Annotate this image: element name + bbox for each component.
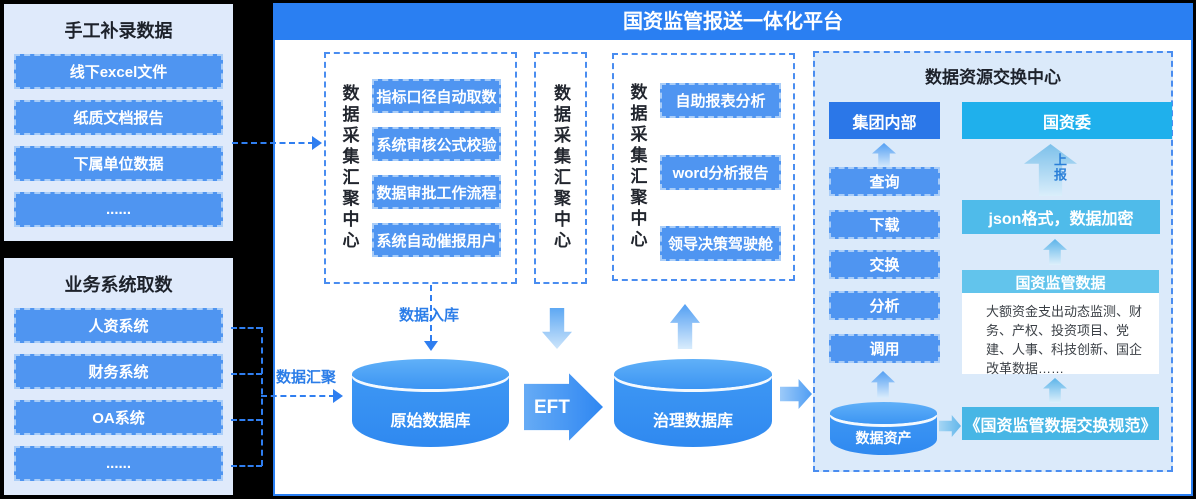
- collect-center-3-labelcol: 数据采集汇聚中心: [614, 55, 660, 279]
- down-arrow-collect2: [542, 308, 572, 349]
- collect-center-2-labelcol: 数据采集汇聚中心: [551, 54, 570, 282]
- manual-panel-items: 线下excel文件 纸质文档报告 下属单位数据 ......: [4, 43, 233, 227]
- aggregate-line: [261, 395, 335, 397]
- up-arrow-asset-to-invoke: [871, 371, 895, 398]
- panel-item-oa-system: OA系统: [14, 400, 223, 435]
- item-self-report-analysis: 自助报表分析: [660, 83, 781, 118]
- up-arrow-data-to-json: [1043, 239, 1067, 265]
- supervision-data-header: 国资监管数据: [962, 270, 1159, 294]
- governed-database-label: 治理数据库: [652, 413, 733, 430]
- report-label: 上报: [1052, 153, 1067, 183]
- data-asset-cylinder: 数据资产: [830, 402, 937, 455]
- collect-center-1-label: 数据采集汇聚中心: [339, 84, 359, 252]
- aggregate-flow-label: 数据汇聚: [276, 369, 337, 386]
- collect-center-3: 数据采集汇聚中心 自助报表分析 word分析报告 领导决策驾驶舱: [612, 53, 795, 281]
- sasac-header: 国资委: [962, 102, 1172, 139]
- supervision-data-body: 大额资金支出动态监测、财务、产权、投资项目、党建、人事、科技创新、国企改革数据……: [962, 293, 1159, 376]
- collect-center-3-items: 自助报表分析 word分析报告 领导决策驾驶舱: [660, 55, 793, 279]
- aggregate-arrowhead: [333, 389, 343, 403]
- panel-item-offline-excel: 线下excel文件: [14, 54, 223, 89]
- collect-center-2-label: 数据采集汇聚中心: [551, 84, 570, 252]
- inbound-dashed-line: [430, 285, 432, 341]
- platform-header: 国资监管报送一体化平台: [275, 5, 1191, 40]
- cylinder-top: [614, 359, 772, 389]
- internal-group-header: 集团内部: [829, 102, 940, 139]
- json-format-note: json格式，数据加密: [962, 200, 1160, 234]
- right-arrow-asset-to-spec: [939, 415, 961, 437]
- action-query: 查询: [829, 167, 940, 196]
- item-auto-indicator-fetch: 指标口径自动取数: [372, 79, 501, 113]
- exchange-center-panel: 数据资源交换中心 集团内部 国资委 查询 下载 交换 分析 调用 数据资产 上报…: [813, 51, 1173, 472]
- collect-center-1-labelcol: 数据采集汇聚中心: [326, 54, 372, 282]
- oa-system-stub-line: [231, 419, 262, 421]
- inbound-flow-label: 数据入库: [399, 307, 460, 324]
- eft-label: EFT: [534, 397, 570, 418]
- finance-system-stub-line: [231, 373, 262, 375]
- action-exchange: 交换: [829, 250, 940, 279]
- business-panel-items: 人资系统 财务系统 OA系统 ......: [4, 297, 233, 481]
- up-arrow-query-to-internal: [872, 143, 896, 168]
- item-word-report: word分析报告: [660, 154, 781, 190]
- panel-item-ellipsis: ......: [14, 446, 223, 481]
- right-arrow-governed-to-exchange: [780, 379, 812, 409]
- raw-database-cylinder: 原始数据库: [352, 359, 509, 447]
- collect-center-1: 数据采集汇聚中心 指标口径自动取数 系统审核公式校验 数据审批工作流程 系统自动…: [324, 52, 517, 284]
- up-arrow-governed-to-analysis: [670, 304, 700, 349]
- action-analyze: 分析: [829, 291, 940, 320]
- panel-item-ellipsis: ......: [14, 192, 223, 227]
- panel-item-hr-system: 人资系统: [14, 308, 223, 343]
- cylinder-top: [830, 402, 937, 424]
- exchange-spec: 《国资监管数据交换规范》: [962, 407, 1159, 440]
- hr-system-stub-line: [231, 327, 262, 329]
- raw-database-label: 原始数据库: [390, 413, 471, 430]
- collect-center-1-items: 指标口径自动取数 系统审核公式校验 数据审批工作流程 系统自动催报用户: [372, 54, 515, 282]
- up-arrow-spec-to-data: [1043, 378, 1067, 403]
- manual-panel-title: 手工补录数据: [64, 21, 173, 41]
- item-decision-cockpit: 领导决策驾驶舱: [660, 226, 781, 261]
- item-formula-check: 系统审核公式校验: [372, 127, 501, 161]
- cylinder-top: [352, 359, 509, 389]
- data-asset-label: 数据资产: [855, 430, 912, 446]
- business-systems-panel: 业务系统取数 人资系统 财务系统 OA系统 ......: [4, 258, 233, 495]
- business-panel-title: 业务系统取数: [64, 275, 173, 295]
- panel-item-finance-system: 财务系统: [14, 354, 223, 389]
- panel-item-subunit-data: 下属单位数据: [14, 146, 223, 181]
- item-auto-reminder: 系统自动催报用户: [372, 223, 501, 257]
- inbound-arrowhead: [424, 341, 438, 351]
- action-download: 下载: [829, 210, 940, 239]
- item-approval-workflow: 数据审批工作流程: [372, 175, 501, 209]
- exchange-center-title: 数据资源交换中心: [925, 68, 1061, 87]
- action-invoke: 调用: [829, 334, 940, 363]
- collect-center-2: 数据采集汇聚中心: [534, 52, 587, 284]
- manual-data-panel: 手工补录数据 线下excel文件 纸质文档报告 下属单位数据 ......: [4, 4, 233, 241]
- collect-center-3-label: 数据采集汇聚中心: [627, 83, 647, 251]
- manual-to-collect-arrowhead: [312, 136, 322, 150]
- panel-item-paper-report: 纸质文档报告: [14, 100, 223, 135]
- governed-database-cylinder: 治理数据库: [614, 359, 772, 447]
- manual-to-collect-line: [232, 142, 314, 144]
- ellipsis-stub-line: [231, 465, 262, 467]
